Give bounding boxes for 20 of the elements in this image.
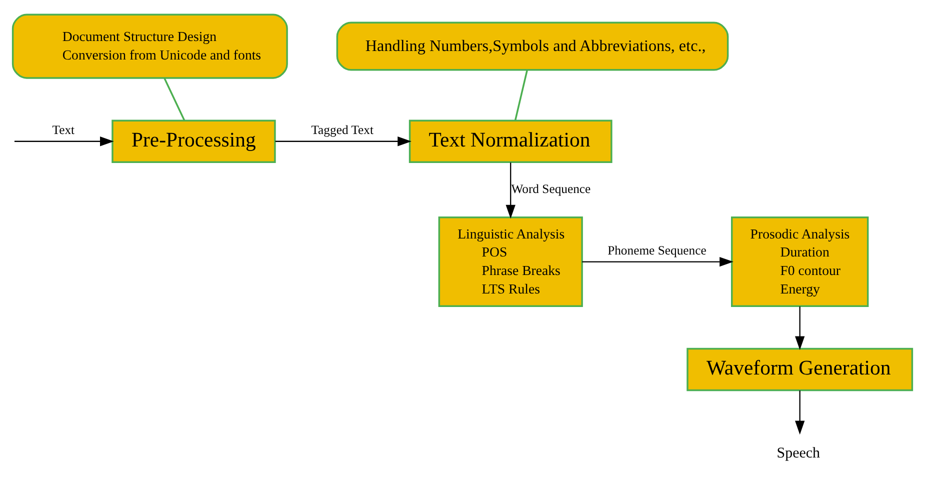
arrow	[795, 390, 805, 435]
arrow	[795, 306, 805, 350]
node-box: Prosodic Analysis Duration F0 contour Energy	[731, 216, 869, 308]
arrow	[275, 136, 412, 146]
edge-label: Word Sequence	[511, 182, 591, 196]
node-box: Handling Numbers,Symbols and Abbreviations, etc.,	[336, 22, 729, 71]
node-box: Waveform Generation	[686, 348, 914, 392]
edge-label: Phoneme Sequence	[608, 244, 706, 258]
node-box: Linguistic Analysis POS Phrase Breaks LTS Rules	[438, 216, 583, 308]
arrow	[14, 136, 114, 146]
edge-label: Tagged Text	[311, 123, 374, 138]
edge-label: Text	[52, 123, 75, 138]
arrow	[506, 162, 516, 219]
node-text: Speech	[776, 446, 820, 462]
node-box: Document Structure Design Conversion from Unicode and fonts	[12, 14, 288, 79]
connector	[164, 78, 186, 121]
connector	[514, 70, 528, 121]
node-box: Pre-Processing	[112, 120, 276, 163]
node-box: Text Normalization	[408, 120, 612, 163]
arrow	[582, 256, 734, 267]
